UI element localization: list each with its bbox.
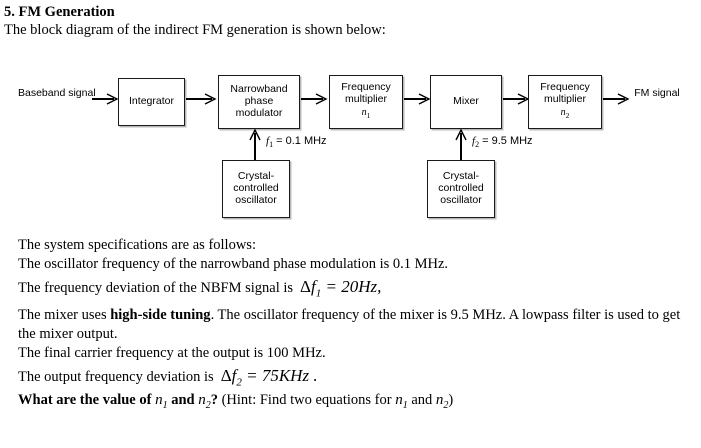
frequency-label-f1: f1 = 0.1 MHz	[266, 135, 327, 150]
delta-f1-equation: ΔΔff1 = 20Hz,	[300, 277, 382, 300]
arrow-xtal-osc-2-to-mixer	[455, 129, 467, 161]
arrow-xtal-osc-1-to-nbpm	[249, 129, 261, 161]
spec-output-deviation: The output frequency deviation is Δf2 = 7…	[18, 363, 683, 395]
question-prompt: What are the value of n1 and n2? (Hint: …	[18, 390, 683, 416]
arrow-nbpm-to-freq-mult-1	[301, 93, 328, 105]
block-integrator: Integrator	[118, 78, 185, 126]
hint-and: and	[411, 392, 433, 408]
spec-mixer-prefix: The mixer uses	[18, 307, 111, 324]
arrow-integrator-to-nbpm	[186, 93, 217, 105]
page-title: 5. FM Generation	[4, 4, 115, 20]
arrow-mixer-to-freq-mult-2	[503, 93, 530, 105]
spec-output-deviation-text: The output frequency deviation is	[18, 369, 214, 386]
baseband-signal-label: Baseband signal	[18, 87, 96, 99]
question-bold-prefix: What are the value of	[18, 392, 152, 408]
freq-mult-1-subscript: n1	[361, 106, 371, 120]
variable-n1: n1	[155, 392, 168, 411]
spec-frequency-deviation-text: The frequency deviation of the NBFM sign…	[18, 280, 294, 296]
hint-variable-n1: n1	[395, 392, 408, 411]
fm-signal-label: FM signal	[634, 87, 680, 99]
specifications-block: The system specifications are as follows…	[18, 236, 683, 396]
document-header: 5. FM Generation The block diagram of th…	[4, 4, 694, 39]
freq-mult-2-subscript: n2	[560, 106, 570, 120]
page-subtitle: The block diagram of the indirect FM gen…	[4, 22, 386, 38]
spec-frequency-deviation: The frequency deviation of the NBFM sign…	[18, 274, 683, 306]
spec-mixer-highlight: high-side tuning	[110, 307, 211, 324]
spec-mixer-tuning: The mixer uses high-side tuning. The osc…	[18, 306, 683, 344]
question-hint-prefix: (Hint: Find two equations for	[221, 392, 392, 408]
block-crystal-oscillator-2: Crystal- controlled oscillator	[427, 160, 495, 218]
question-and: and	[171, 392, 195, 408]
block-narrowband-phase-modulator: Narrowband phase modulator	[218, 75, 300, 129]
arrow-freq-mult-2-to-output	[603, 93, 630, 105]
arrow-baseband-to-integrator	[92, 93, 119, 105]
question-mark: ?	[210, 392, 218, 408]
fm-generation-block-diagram: Baseband signal Integrator Narrowband ph…	[0, 62, 701, 230]
spec-carrier-frequency: The final carrier frequency at the outpu…	[18, 345, 326, 362]
spec-mixer-rest: . The oscillator frequency of the mixer …	[18, 307, 681, 343]
spec-intro: The system specifications are as follows…	[18, 237, 256, 253]
block-frequency-multiplier-1: Frequency multiplier n1	[329, 75, 403, 129]
delta-f2-equation: Δf2 = 75KHz .	[220, 366, 318, 389]
block-frequency-multiplier-2: Frequency multiplier n2	[528, 75, 602, 129]
spec-oscillator-frequency: The oscillator frequency of the narrowba…	[18, 256, 449, 272]
arrow-freq-mult-1-to-mixer	[404, 93, 431, 105]
block-crystal-oscillator-1: Crystal- controlled oscillator	[222, 160, 290, 218]
block-mixer: Mixer	[430, 75, 502, 129]
hint-variable-n2: n2	[435, 392, 449, 411]
hint-close: )	[448, 392, 454, 408]
variable-n2: n2	[198, 392, 211, 411]
frequency-label-f2: f2 = 9.5 MHz	[472, 135, 533, 150]
